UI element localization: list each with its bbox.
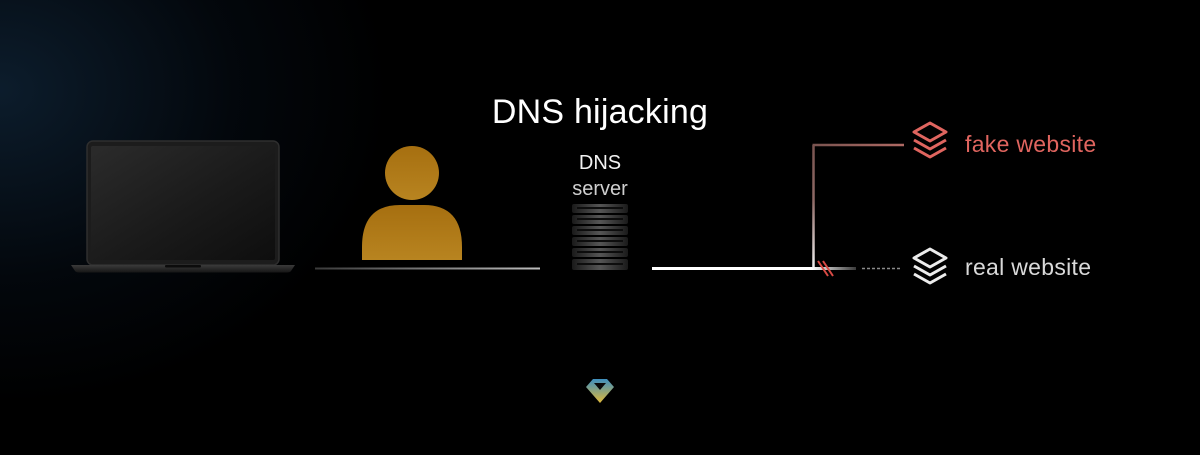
real-website-label: real website bbox=[965, 254, 1092, 280]
diagram-title: DNS hijacking bbox=[491, 93, 709, 131]
dns-server-sublabel: server bbox=[572, 178, 628, 200]
fake-website-layers-icon bbox=[912, 121, 948, 159]
real-website-layers-icon bbox=[912, 247, 948, 285]
dns-server-label: DNS bbox=[578, 152, 622, 174]
break-mark bbox=[817, 260, 829, 277]
person-icon bbox=[362, 146, 462, 260]
fake-website-label: fake website bbox=[965, 131, 1097, 157]
break-mark bbox=[822, 260, 834, 277]
diamond-logo-icon bbox=[586, 379, 614, 403]
laptop-icon bbox=[71, 140, 295, 273]
server-rack-icon bbox=[572, 204, 628, 270]
